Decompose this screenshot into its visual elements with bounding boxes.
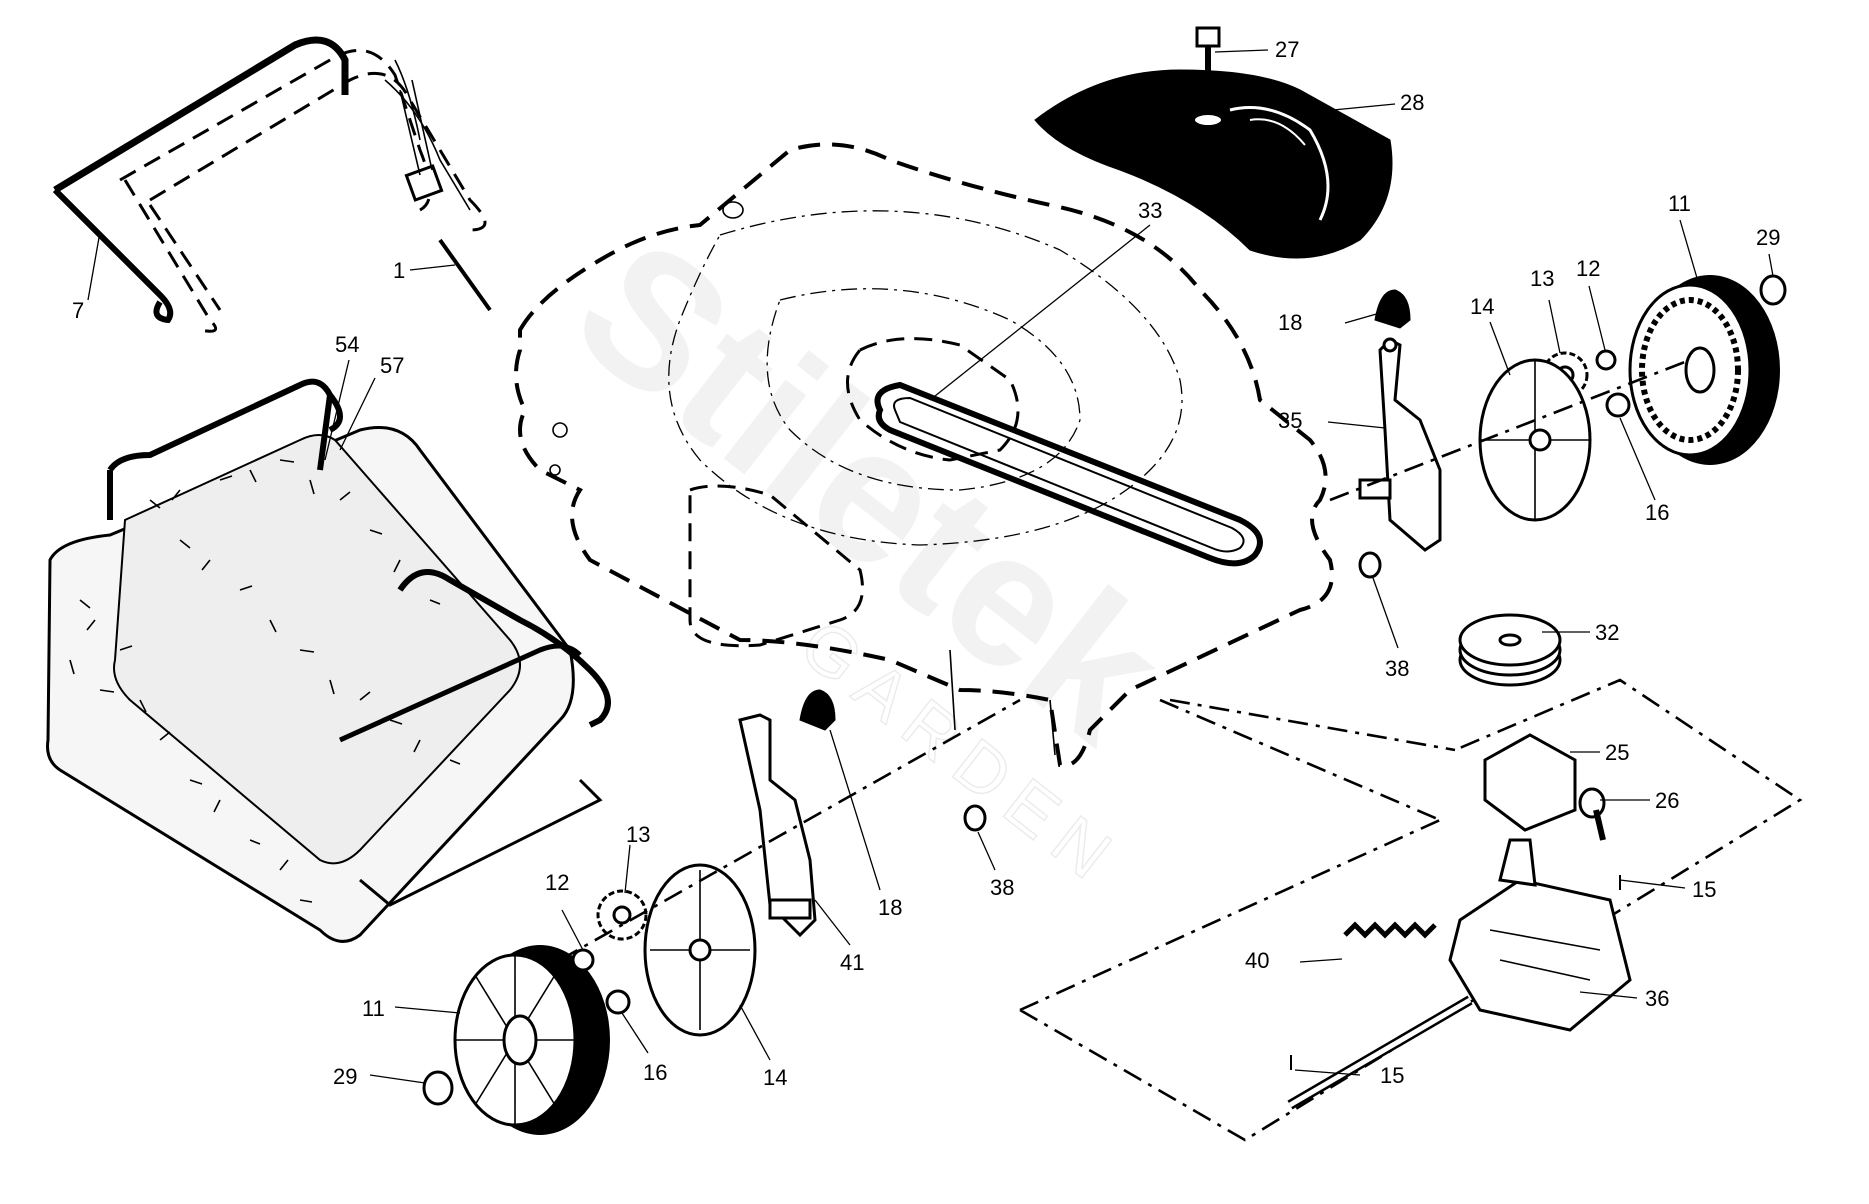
wheel-cover-left bbox=[643, 863, 757, 1037]
callout-13-right: 13 bbox=[1530, 266, 1554, 291]
knob-18-left bbox=[799, 689, 836, 731]
drivetrain-boundary-2 bbox=[1169, 698, 1456, 752]
callout-57: 57 bbox=[380, 353, 404, 378]
callout-38-right: 38 bbox=[1385, 656, 1409, 681]
height-adjuster-right bbox=[1358, 337, 1442, 552]
drive-belt bbox=[874, 381, 1263, 567]
callout-29-left: 29 bbox=[333, 1064, 357, 1089]
left-wheel bbox=[453, 945, 610, 1135]
callout-41: 41 bbox=[840, 950, 864, 975]
leader-lines bbox=[87, 49, 1774, 1084]
callout-40: 40 bbox=[1245, 948, 1269, 973]
hubcap-nut-right bbox=[1759, 274, 1787, 306]
callout-18-right: 18 bbox=[1278, 310, 1302, 335]
callout-14-right: 14 bbox=[1470, 294, 1494, 319]
callout-25: 25 bbox=[1605, 740, 1629, 765]
callout-1: 1 bbox=[393, 258, 405, 283]
axle-line-right bbox=[1329, 358, 1691, 502]
nut-38-right bbox=[1358, 551, 1382, 579]
retainer-12-right bbox=[1595, 349, 1617, 371]
callout-12-left: 12 bbox=[545, 870, 569, 895]
right-wheel bbox=[1628, 275, 1780, 465]
callout-11-right: 11 bbox=[1668, 191, 1691, 216]
knob-18-right bbox=[1374, 289, 1411, 329]
callouts: 1 7 54 57 33 27 28 11 29 18 14 13 12 35 … bbox=[72, 37, 1780, 1090]
callout-28: 28 bbox=[1400, 90, 1424, 115]
callout-13-left: 13 bbox=[626, 822, 650, 847]
callout-16-left: 16 bbox=[643, 1060, 667, 1085]
hubcap-nut-left bbox=[422, 1070, 454, 1106]
callout-33: 33 bbox=[1138, 198, 1162, 223]
watermark: Stiletek GARDEN bbox=[538, 199, 1201, 903]
bag-texture bbox=[69, 459, 461, 903]
spring-40 bbox=[1343, 921, 1437, 939]
callout-7: 7 bbox=[72, 298, 84, 323]
callout-16-right: 16 bbox=[1645, 500, 1669, 525]
callout-36: 36 bbox=[1645, 986, 1669, 1011]
pinion-gear-left bbox=[596, 889, 648, 941]
rear-deflector bbox=[1034, 69, 1393, 259]
callout-12-right: 12 bbox=[1576, 256, 1600, 281]
washer-16-left bbox=[605, 989, 631, 1015]
callout-26: 26 bbox=[1655, 788, 1679, 813]
callout-11-left: 11 bbox=[362, 996, 385, 1021]
bolt-27 bbox=[1193, 26, 1223, 127]
nut-38-left bbox=[963, 804, 987, 832]
washer-16-right bbox=[1605, 392, 1631, 418]
callout-29-right: 29 bbox=[1756, 225, 1780, 250]
retainer-12-left bbox=[571, 948, 595, 972]
callout-35: 35 bbox=[1278, 408, 1302, 433]
callout-38-left: 38 bbox=[990, 875, 1014, 900]
axle-line-left bbox=[559, 698, 1021, 962]
bolt-26 bbox=[1578, 787, 1606, 841]
callout-54: 54 bbox=[335, 332, 359, 357]
wheel-cover-right bbox=[1478, 358, 1592, 522]
drive-shaft bbox=[1287, 995, 1473, 1110]
height-adjuster-left bbox=[738, 713, 817, 938]
callout-27: 27 bbox=[1275, 37, 1299, 62]
callout-15-bottom: 15 bbox=[1380, 1063, 1404, 1088]
callout-32: 32 bbox=[1595, 620, 1619, 645]
transmission-36 bbox=[1448, 838, 1632, 1032]
mower-deck bbox=[514, 142, 1334, 768]
drivetrain-boundary bbox=[1019, 678, 1803, 1142]
callout-18-left: 18 bbox=[878, 895, 902, 920]
callout-15-right: 15 bbox=[1692, 877, 1716, 902]
pulley-32 bbox=[1458, 613, 1562, 687]
grass-bag bbox=[46, 378, 611, 943]
bracket-25 bbox=[1483, 733, 1577, 832]
handle-assembly bbox=[52, 36, 492, 333]
callout-14-left: 14 bbox=[763, 1065, 787, 1090]
